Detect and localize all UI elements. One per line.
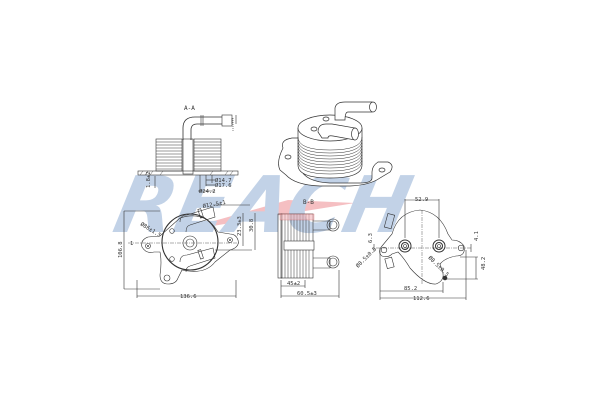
- dim-core-width: 45±2: [287, 281, 300, 287]
- section-label-a: A-A: [184, 105, 195, 112]
- dim-width-1: 85.2: [404, 286, 417, 292]
- dim-base-height: 1.8±2: [146, 171, 152, 188]
- dim-left-hole: 6.3: [368, 233, 374, 243]
- dim-width-left: 136.6: [180, 294, 197, 300]
- dim-height-left: 106.8: [118, 241, 124, 258]
- upper-pipe: [179, 206, 216, 233]
- flange-hole: [284, 154, 292, 160]
- isometric-view: [278, 101, 393, 187]
- dim-port-spacing: 52.9: [415, 197, 428, 203]
- mount-hole-left: [380, 246, 388, 254]
- plan-view-left: [123, 204, 256, 298]
- flange-hole: [378, 167, 386, 173]
- dim-bolt-2: Ø8.5±0.5: [427, 254, 451, 278]
- bolt-hole: [163, 274, 171, 282]
- section-view-top: A-A: [137, 105, 239, 192]
- port-left: [398, 239, 412, 253]
- dim-offset-2: 30.8: [249, 219, 255, 232]
- base-plate: [137, 170, 239, 176]
- inlet-pipe-end: [351, 127, 359, 141]
- section-label-b: B-B: [303, 199, 314, 206]
- outlet-pipe: [334, 101, 373, 121]
- dim-offset-1: 23.3±3: [237, 216, 243, 236]
- flange-outline: [141, 215, 239, 285]
- dim-pipe-diameter: Ø12.5±1: [202, 199, 226, 210]
- dim-base-diameter: Ø24.2: [199, 188, 216, 195]
- dim-height-right: 48.2: [481, 257, 487, 270]
- dim-right-hole: 4.1: [474, 231, 480, 241]
- center-channel: [283, 240, 315, 251]
- port-right: [432, 239, 446, 253]
- flange-outline-right: [379, 209, 465, 285]
- dim-width-2: 112.6: [413, 296, 430, 302]
- center-mark: 1: [130, 241, 133, 247]
- dim-overall-width: 60.5±3: [297, 291, 317, 297]
- dim-inner-diameter: Ø14.7: [215, 177, 232, 184]
- pipe-end-top: [326, 218, 340, 232]
- bolt-hole-bottom: [442, 275, 448, 281]
- section-view-mid: [277, 213, 340, 298]
- watermark-accent-stripe: [175, 200, 355, 232]
- lower-pipe: [179, 247, 216, 273]
- dim-outer-diameter: Ø17.6: [215, 182, 232, 189]
- pipe-end-bottom: [326, 255, 340, 269]
- plan-view-right: [373, 199, 478, 300]
- outlet-pipe-end: [369, 101, 377, 113]
